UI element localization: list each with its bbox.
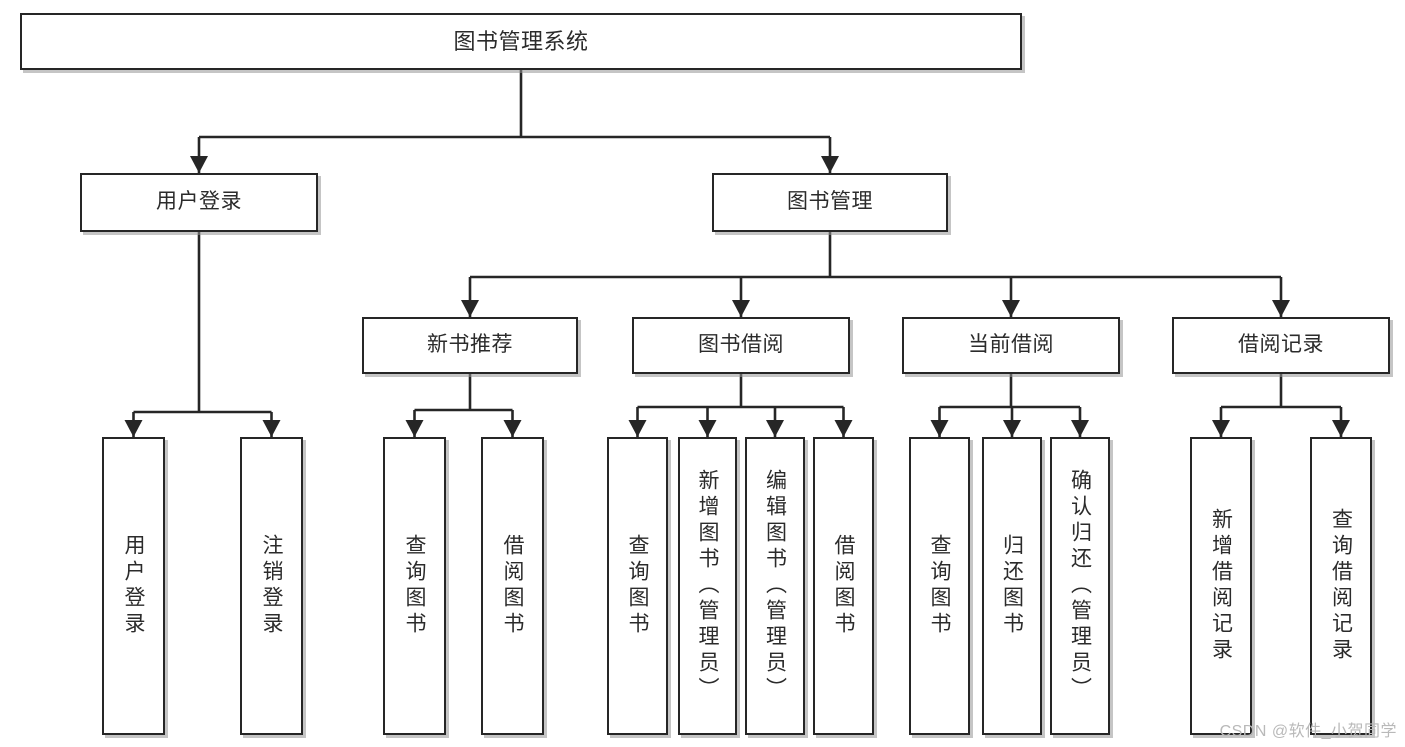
node-leaf-re-query[interactable]: 查询借阅记录: [1310, 437, 1372, 735]
node-label-current: 当前借阅: [968, 333, 1054, 357]
edge-arrow-borrow-0: [628, 420, 647, 437]
node-label-borrow: 图书借阅: [698, 333, 784, 357]
node-label-bookmgmt: 图书管理: [787, 190, 873, 214]
edge-arrow-login-0: [124, 420, 143, 437]
edge-arrow-root-0: [190, 156, 208, 173]
node-label-newbook: 新书推荐: [427, 333, 513, 357]
node-label-leaf-logout: 注销登录: [260, 534, 283, 638]
node-newbook[interactable]: 新书推荐: [362, 317, 578, 374]
edge-arrow-bookmgmt-0: [461, 300, 479, 317]
edge-arrow-current-0: [930, 420, 949, 437]
node-bookmgmt[interactable]: 图书管理: [712, 173, 948, 232]
node-leaf-bo-query[interactable]: 查询图书: [607, 437, 668, 735]
node-label-records: 借阅记录: [1238, 333, 1324, 357]
node-leaf-cu-query[interactable]: 查询图书: [909, 437, 970, 735]
edge-arrow-borrow-1: [698, 420, 717, 437]
node-label-leaf-bo-borrow: 借阅图书: [832, 534, 855, 638]
node-label-leaf-nb-borrow: 借阅图书: [501, 534, 524, 638]
edge-arrow-records-1: [1332, 420, 1350, 437]
edge-arrow-newbook-0: [405, 420, 424, 437]
node-login[interactable]: 用户登录: [80, 173, 318, 232]
edge-arrow-current-2: [1071, 420, 1089, 437]
edge-arrow-borrow-2: [766, 420, 784, 437]
node-leaf-nb-query[interactable]: 查询图书: [383, 437, 446, 735]
node-leaf-cu-return[interactable]: 归还图书: [982, 437, 1042, 735]
node-leaf-bo-borrow[interactable]: 借阅图书: [813, 437, 874, 735]
node-records[interactable]: 借阅记录: [1172, 317, 1390, 374]
node-leaf-login[interactable]: 用户登录: [102, 437, 165, 735]
node-label-login: 用户登录: [156, 190, 242, 214]
edge-arrow-borrow-3: [834, 420, 853, 437]
node-leaf-bo-add[interactable]: 新增图书（管理员）: [678, 437, 737, 735]
edge-arrow-current-1: [1003, 420, 1021, 437]
node-label-leaf-re-add: 新增借阅记录: [1209, 508, 1233, 664]
node-current[interactable]: 当前借阅: [902, 317, 1120, 374]
edge-arrow-records-0: [1212, 420, 1230, 437]
node-label-leaf-nb-query: 查询图书: [403, 534, 426, 638]
node-leaf-bo-edit[interactable]: 编辑图书（管理员）: [745, 437, 805, 735]
node-leaf-re-add[interactable]: 新增借阅记录: [1190, 437, 1252, 735]
node-label-leaf-re-query: 查询借阅记录: [1329, 508, 1353, 664]
node-leaf-logout[interactable]: 注销登录: [240, 437, 303, 735]
edge-arrow-bookmgmt-3: [1272, 300, 1290, 317]
node-label-leaf-cu-return: 归还图书: [1000, 534, 1024, 638]
edge-arrow-bookmgmt-1: [732, 300, 750, 317]
node-label-leaf-bo-query: 查询图书: [626, 534, 649, 638]
edge-arrow-bookmgmt-2: [1002, 300, 1020, 317]
node-label-leaf-cu-query: 查询图书: [928, 534, 951, 638]
node-leaf-cu-confirm[interactable]: 确认归还（管理员）: [1050, 437, 1110, 735]
edge-arrow-newbook-1: [503, 420, 522, 437]
watermark-label: CSDN @软件_小贺同学: [1219, 723, 1397, 740]
node-label-leaf-cu-confirm: 确认归还（管理员）: [1068, 469, 1092, 703]
node-root[interactable]: 图书管理系统: [20, 13, 1022, 70]
node-label-leaf-bo-edit: 编辑图书（管理员）: [763, 469, 787, 703]
node-label-root: 图书管理系统: [453, 28, 589, 54]
node-label-leaf-login: 用户登录: [122, 534, 145, 638]
node-leaf-nb-borrow[interactable]: 借阅图书: [481, 437, 544, 735]
node-borrow[interactable]: 图书借阅: [632, 317, 850, 374]
node-label-leaf-bo-add: 新增图书（管理员）: [696, 469, 719, 703]
edge-arrow-root-1: [821, 156, 839, 173]
edge-arrow-login-1: [262, 420, 281, 437]
